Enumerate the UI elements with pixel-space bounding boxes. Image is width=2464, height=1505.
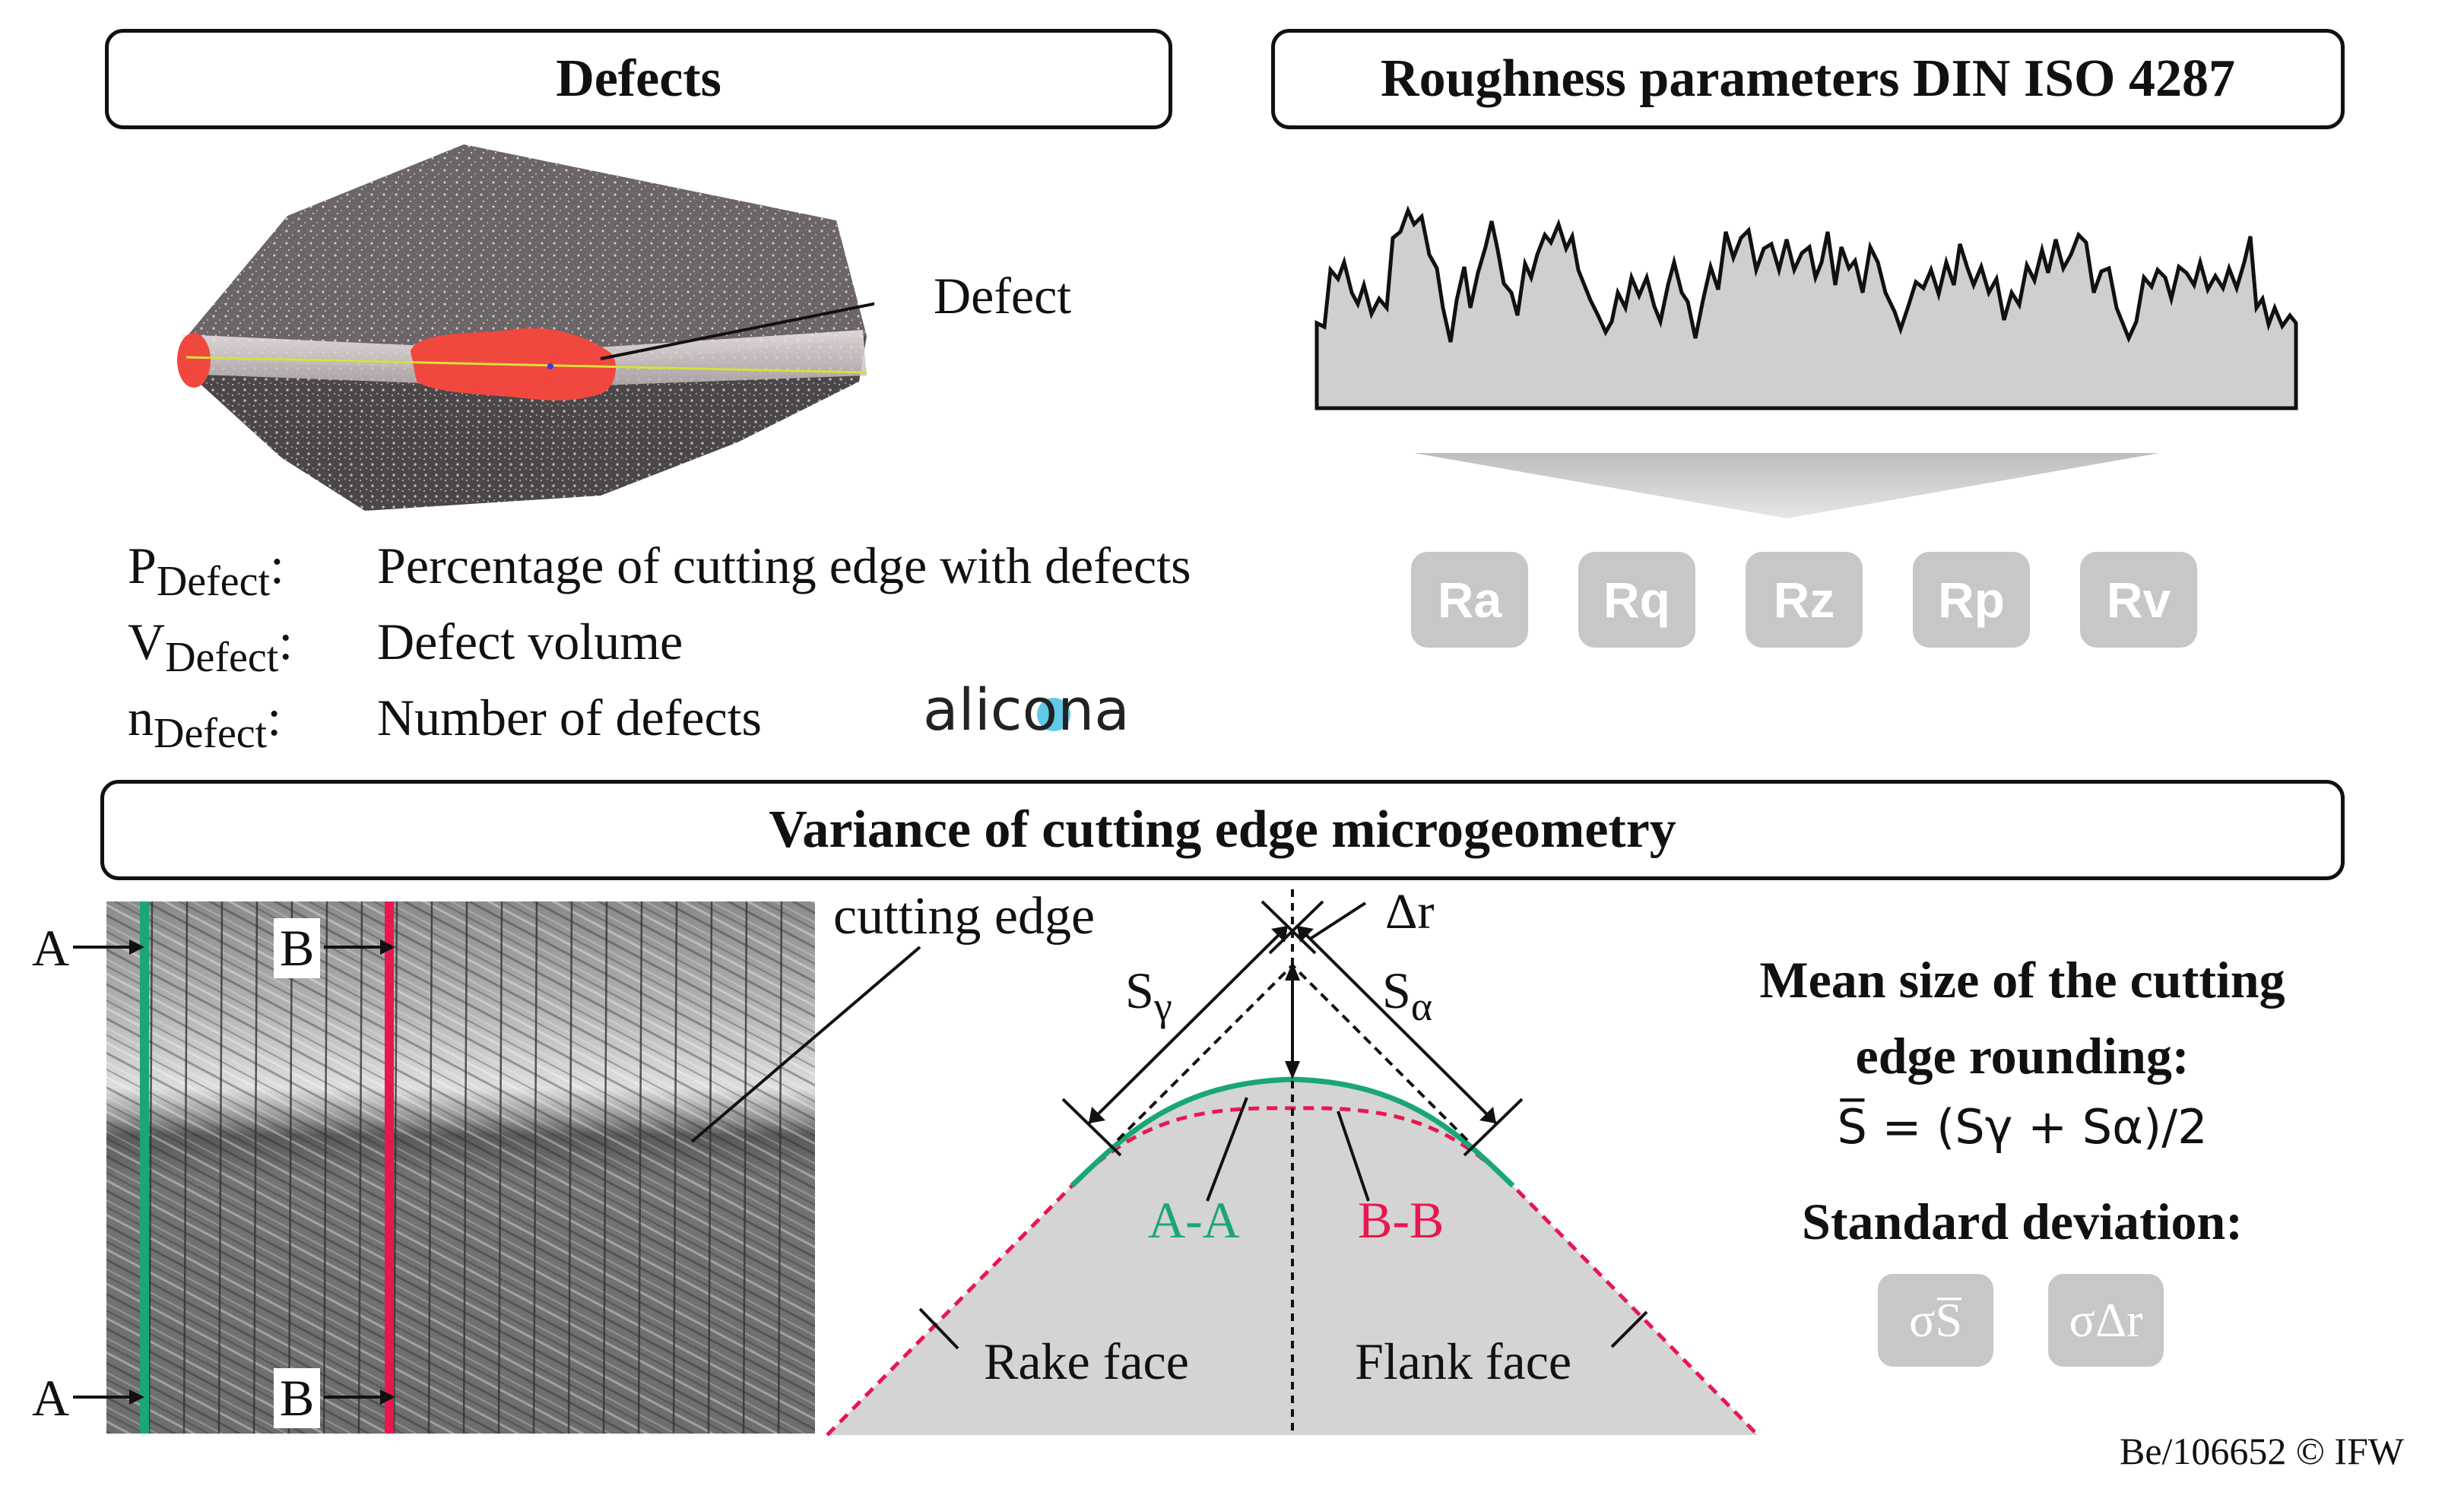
svg-text:alicona: alicona bbox=[923, 676, 1130, 743]
alicona-logo: alicona bbox=[923, 676, 1130, 743]
arrow-right-icon bbox=[324, 939, 395, 955]
funnel-arrow bbox=[1414, 453, 2159, 518]
defect-metric-row: PDefect: bbox=[128, 537, 284, 605]
param-rq: Rq bbox=[1578, 552, 1695, 648]
metric-symbol: P bbox=[128, 537, 157, 594]
param-rv: Rv bbox=[2080, 552, 2197, 648]
delta-r-label: Δr bbox=[1385, 884, 1435, 939]
metric-description: Percentage of cutting edge with defects bbox=[377, 537, 1191, 594]
variance-header: Variance of cutting edge microgeometry bbox=[100, 780, 2345, 880]
defects-header: Defects bbox=[105, 29, 1172, 129]
mean-size-title-line1: Mean size of the cutting bbox=[1759, 951, 2285, 1009]
metric-description: Number of defects bbox=[377, 689, 763, 746]
s-gamma-subscript: γ bbox=[1153, 984, 1172, 1029]
mean-size-title-line2: edge rounding: bbox=[1855, 1027, 2190, 1085]
section-b-bottom-label: B bbox=[274, 1368, 321, 1428]
section-a-bottom-label: A bbox=[32, 1369, 70, 1427]
s-alpha-symbol: S bbox=[1382, 962, 1411, 1019]
std-delta-r: σΔr bbox=[2048, 1274, 2164, 1367]
bb-label: B-B bbox=[1358, 1191, 1444, 1249]
metric-subscript: Defect bbox=[156, 558, 271, 605]
s-gamma-symbol: S bbox=[1125, 962, 1154, 1019]
arrow-right-icon bbox=[324, 1389, 395, 1405]
std-mean-size: σS̅ bbox=[1878, 1274, 1993, 1367]
metric-description: Defect volume bbox=[377, 613, 683, 670]
arrow-right-icon bbox=[73, 1389, 144, 1405]
param-rp: Rp bbox=[1913, 552, 2030, 648]
cutting-edge-leader bbox=[690, 946, 921, 1143]
param-rz: Rz bbox=[1746, 552, 1863, 648]
metric-subscript: Defect bbox=[165, 634, 279, 681]
section-b-top-label: B bbox=[274, 918, 321, 978]
cutting-edge-label: cutting edge bbox=[833, 887, 1096, 946]
std-deviation-title: Standard deviation: bbox=[1802, 1193, 2243, 1250]
rake-face-label: Rake face bbox=[984, 1332, 1189, 1390]
defect-metric-row: VDefect: bbox=[128, 613, 293, 681]
s-gamma-label: Sγ bbox=[1125, 961, 1172, 1029]
roughness-profile bbox=[1314, 205, 2298, 410]
metric-symbol: V bbox=[128, 613, 166, 670]
cutting-edge-image bbox=[106, 901, 815, 1434]
roughness-header: Roughness parameters DIN ISO 4287 bbox=[1271, 29, 2345, 129]
aa-label: A-A bbox=[1148, 1191, 1240, 1249]
defect-scan-image bbox=[177, 144, 874, 511]
param-ra: Ra bbox=[1411, 552, 1528, 648]
s-alpha-label: Sα bbox=[1382, 961, 1432, 1029]
footer-credit: Be/106652 © IFW bbox=[2120, 1430, 2405, 1472]
mean-size-formula: S̅ = (Sγ + Sα)/2 bbox=[1837, 1099, 2208, 1155]
edge-profile-diagram bbox=[826, 889, 1759, 1437]
arrow-right-icon bbox=[73, 939, 144, 955]
flank-face-label: Flank face bbox=[1355, 1332, 1572, 1390]
metric-subscript: Defect bbox=[154, 710, 268, 757]
defect-metric-row: nDefect: bbox=[128, 689, 282, 757]
defect-label: Defect bbox=[934, 267, 1072, 325]
s-alpha-subscript: α bbox=[1410, 984, 1433, 1029]
metric-symbol: n bbox=[128, 689, 154, 746]
section-a-top-label: A bbox=[32, 919, 70, 977]
